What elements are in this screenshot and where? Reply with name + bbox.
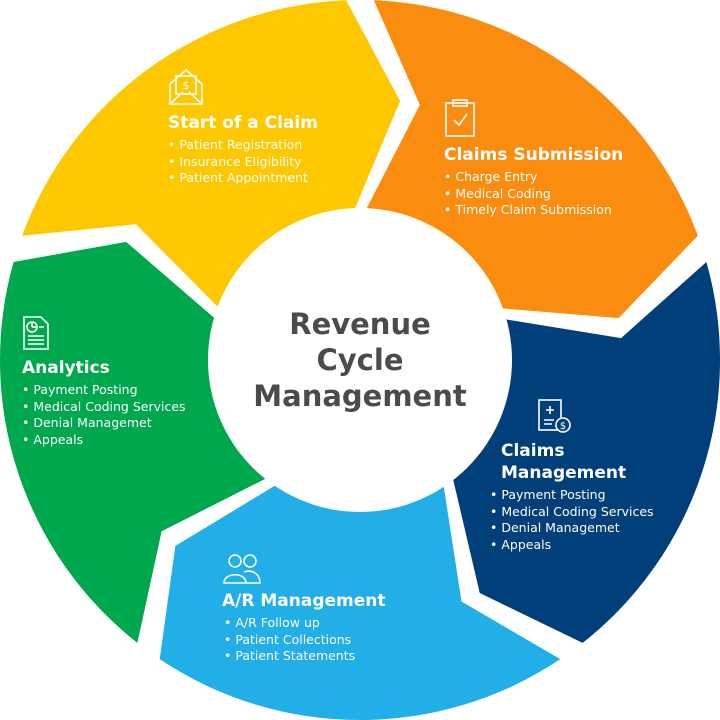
list-item: Denial Managemet — [22, 415, 186, 432]
list-item: Charge Entry — [444, 169, 623, 186]
list-item: A/R Follow up — [224, 615, 386, 632]
segment-start-of-claim: $ Start of a Claim Patient RegistrationI… — [168, 68, 318, 187]
segment-title: Claims Management — [501, 441, 627, 483]
svg-text:$: $ — [183, 79, 190, 92]
segment-title: Claims Submission — [444, 145, 624, 165]
svg-text:$: $ — [560, 421, 566, 432]
list-item: Medical Coding Services — [22, 399, 185, 416]
segment-ar-management: A/R Management A/R Follow upPatient Coll… — [222, 552, 386, 665]
center-circle: Revenue Cycle Management — [208, 208, 512, 512]
list-item: Medical Coding Services — [490, 504, 653, 521]
list-item: Payment Posting — [22, 382, 186, 399]
list-item: Timely Claim Submission — [444, 202, 623, 219]
segment-title: Analytics — [22, 358, 110, 378]
segment-analytics: Analytics Payment PostingMedical Coding … — [22, 315, 186, 448]
center-title-line: Revenue — [289, 307, 431, 341]
medical-bill-icon: $ — [538, 399, 571, 433]
list-item: Patient Collections — [224, 632, 386, 649]
clipboard-check-icon — [445, 99, 475, 137]
list-item: Insurance Eligibility — [168, 154, 318, 171]
list-item: Payment Posting — [490, 487, 654, 504]
envelope-dollar-icon: $ — [169, 68, 203, 105]
segment-claims-submission: Claims Submission Charge EntryMedical Co… — [444, 98, 623, 219]
segment-title: Start of a Claim — [168, 113, 318, 133]
segment-title: A/R Management — [222, 591, 386, 611]
report-chart-icon — [23, 316, 49, 350]
segment-claims-management: $ Claims Management Payment PostingMedic… — [490, 396, 654, 553]
center-title: Revenue Cycle Management — [253, 306, 466, 414]
list-item: Patient Appointment — [168, 170, 318, 187]
list-item: Medical Coding — [444, 186, 623, 203]
users-icon — [223, 554, 261, 584]
list-item: Patient Registration — [168, 137, 318, 154]
center-title-line: Management — [253, 379, 467, 413]
list-item: Patient Statements — [224, 648, 386, 665]
list-item: Denial Managemet — [490, 520, 654, 537]
list-item: Appeals — [490, 537, 654, 554]
center-title-line: Cycle — [316, 343, 404, 377]
list-item: Appeals — [22, 432, 186, 449]
